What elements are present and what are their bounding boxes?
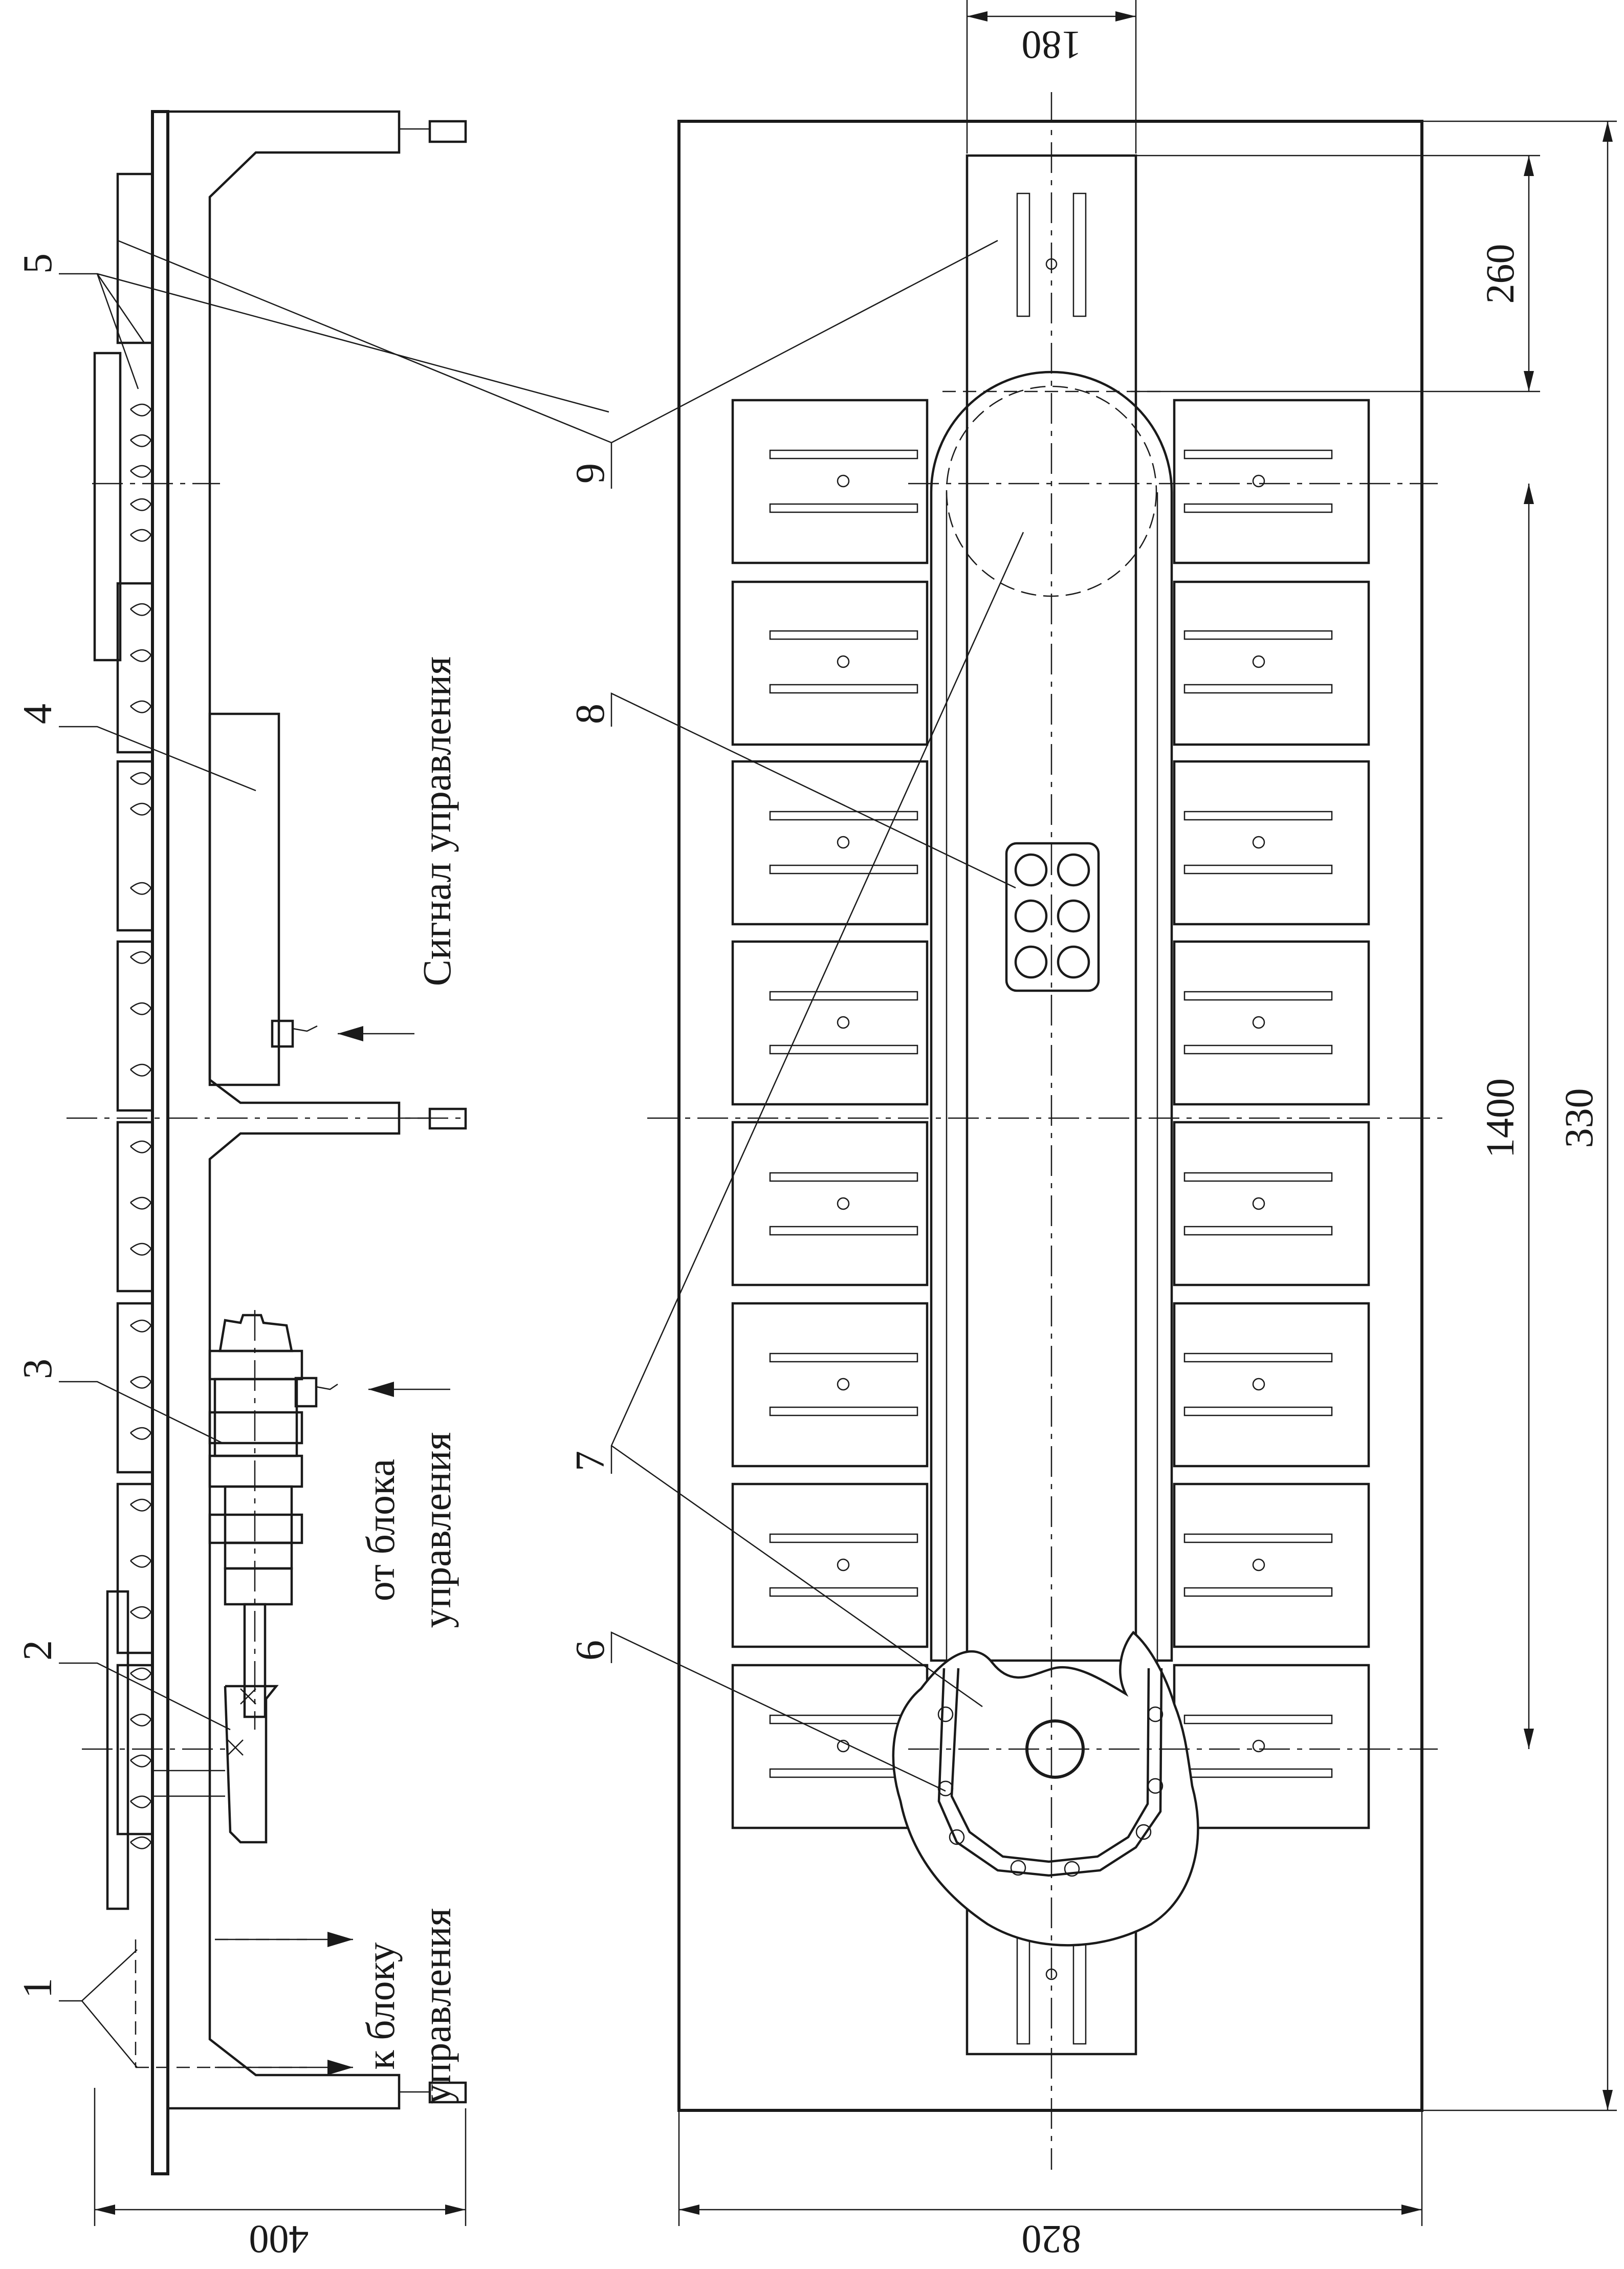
- dimension-260: 260: [1131, 155, 1540, 392]
- svg-text:180: 180: [1022, 23, 1082, 68]
- to-unit-line1: к блоку: [358, 1943, 403, 2070]
- cassettes-right: [1173, 399, 1370, 1829]
- drive-sprocket: [892, 1630, 1199, 1947]
- side-view: 400: [67, 110, 467, 2262]
- to-unit-line2: управления: [414, 1908, 459, 2104]
- dimension-330: 330: [1422, 120, 1617, 2111]
- base-plate: [677, 120, 1423, 2112]
- callout-4: 4: [15, 704, 60, 724]
- callout-3: 3: [15, 1359, 60, 1379]
- callout-6: 6: [568, 1640, 613, 1661]
- svg-text:330: 330: [1556, 1088, 1601, 1148]
- svg-text:820: 820: [1022, 2217, 1082, 2262]
- frame-plate: [151, 110, 169, 2175]
- dimension-400: 400: [94, 2088, 467, 2262]
- callout-7: 7: [568, 1451, 613, 1471]
- from-unit-line1: от блока: [358, 1459, 403, 1602]
- callout-8: 8: [568, 704, 613, 724]
- cassettes-left: [731, 399, 929, 1829]
- dimension-820: 820: [678, 2110, 1423, 2262]
- from-unit-line2: управления: [414, 1432, 459, 1628]
- svg-text:1400: 1400: [1478, 1078, 1522, 1158]
- callout-2: 2: [15, 1640, 60, 1661]
- control-signal-label: Сигнал управления: [414, 657, 459, 986]
- side-cassettes: [93, 172, 154, 1910]
- plan-view: 180 260 1400 330: [647, 0, 1617, 2262]
- control-box: [208, 712, 318, 1086]
- svg-text:400: 400: [249, 2217, 309, 2262]
- dimension-180: 180: [966, 0, 1137, 154]
- callout-1: 1: [15, 1978, 60, 1998]
- callout-numbers: 5 4 3 2 1 9 8 7 6: [15, 253, 613, 1998]
- drive-motor: [153, 1314, 338, 1844]
- leaders: [59, 239, 1024, 2068]
- dimension-1400: 1400: [1478, 484, 1534, 1749]
- callout-5: 5: [15, 253, 60, 274]
- callout-9: 9: [568, 463, 613, 484]
- chain-rollers: [130, 403, 152, 1849]
- sensor-block: [1005, 842, 1100, 992]
- annotations: Сигнал управления от блока управления к …: [358, 657, 459, 2104]
- conveyor-belt: [930, 370, 1173, 1662]
- svg-text:260: 260: [1478, 244, 1522, 304]
